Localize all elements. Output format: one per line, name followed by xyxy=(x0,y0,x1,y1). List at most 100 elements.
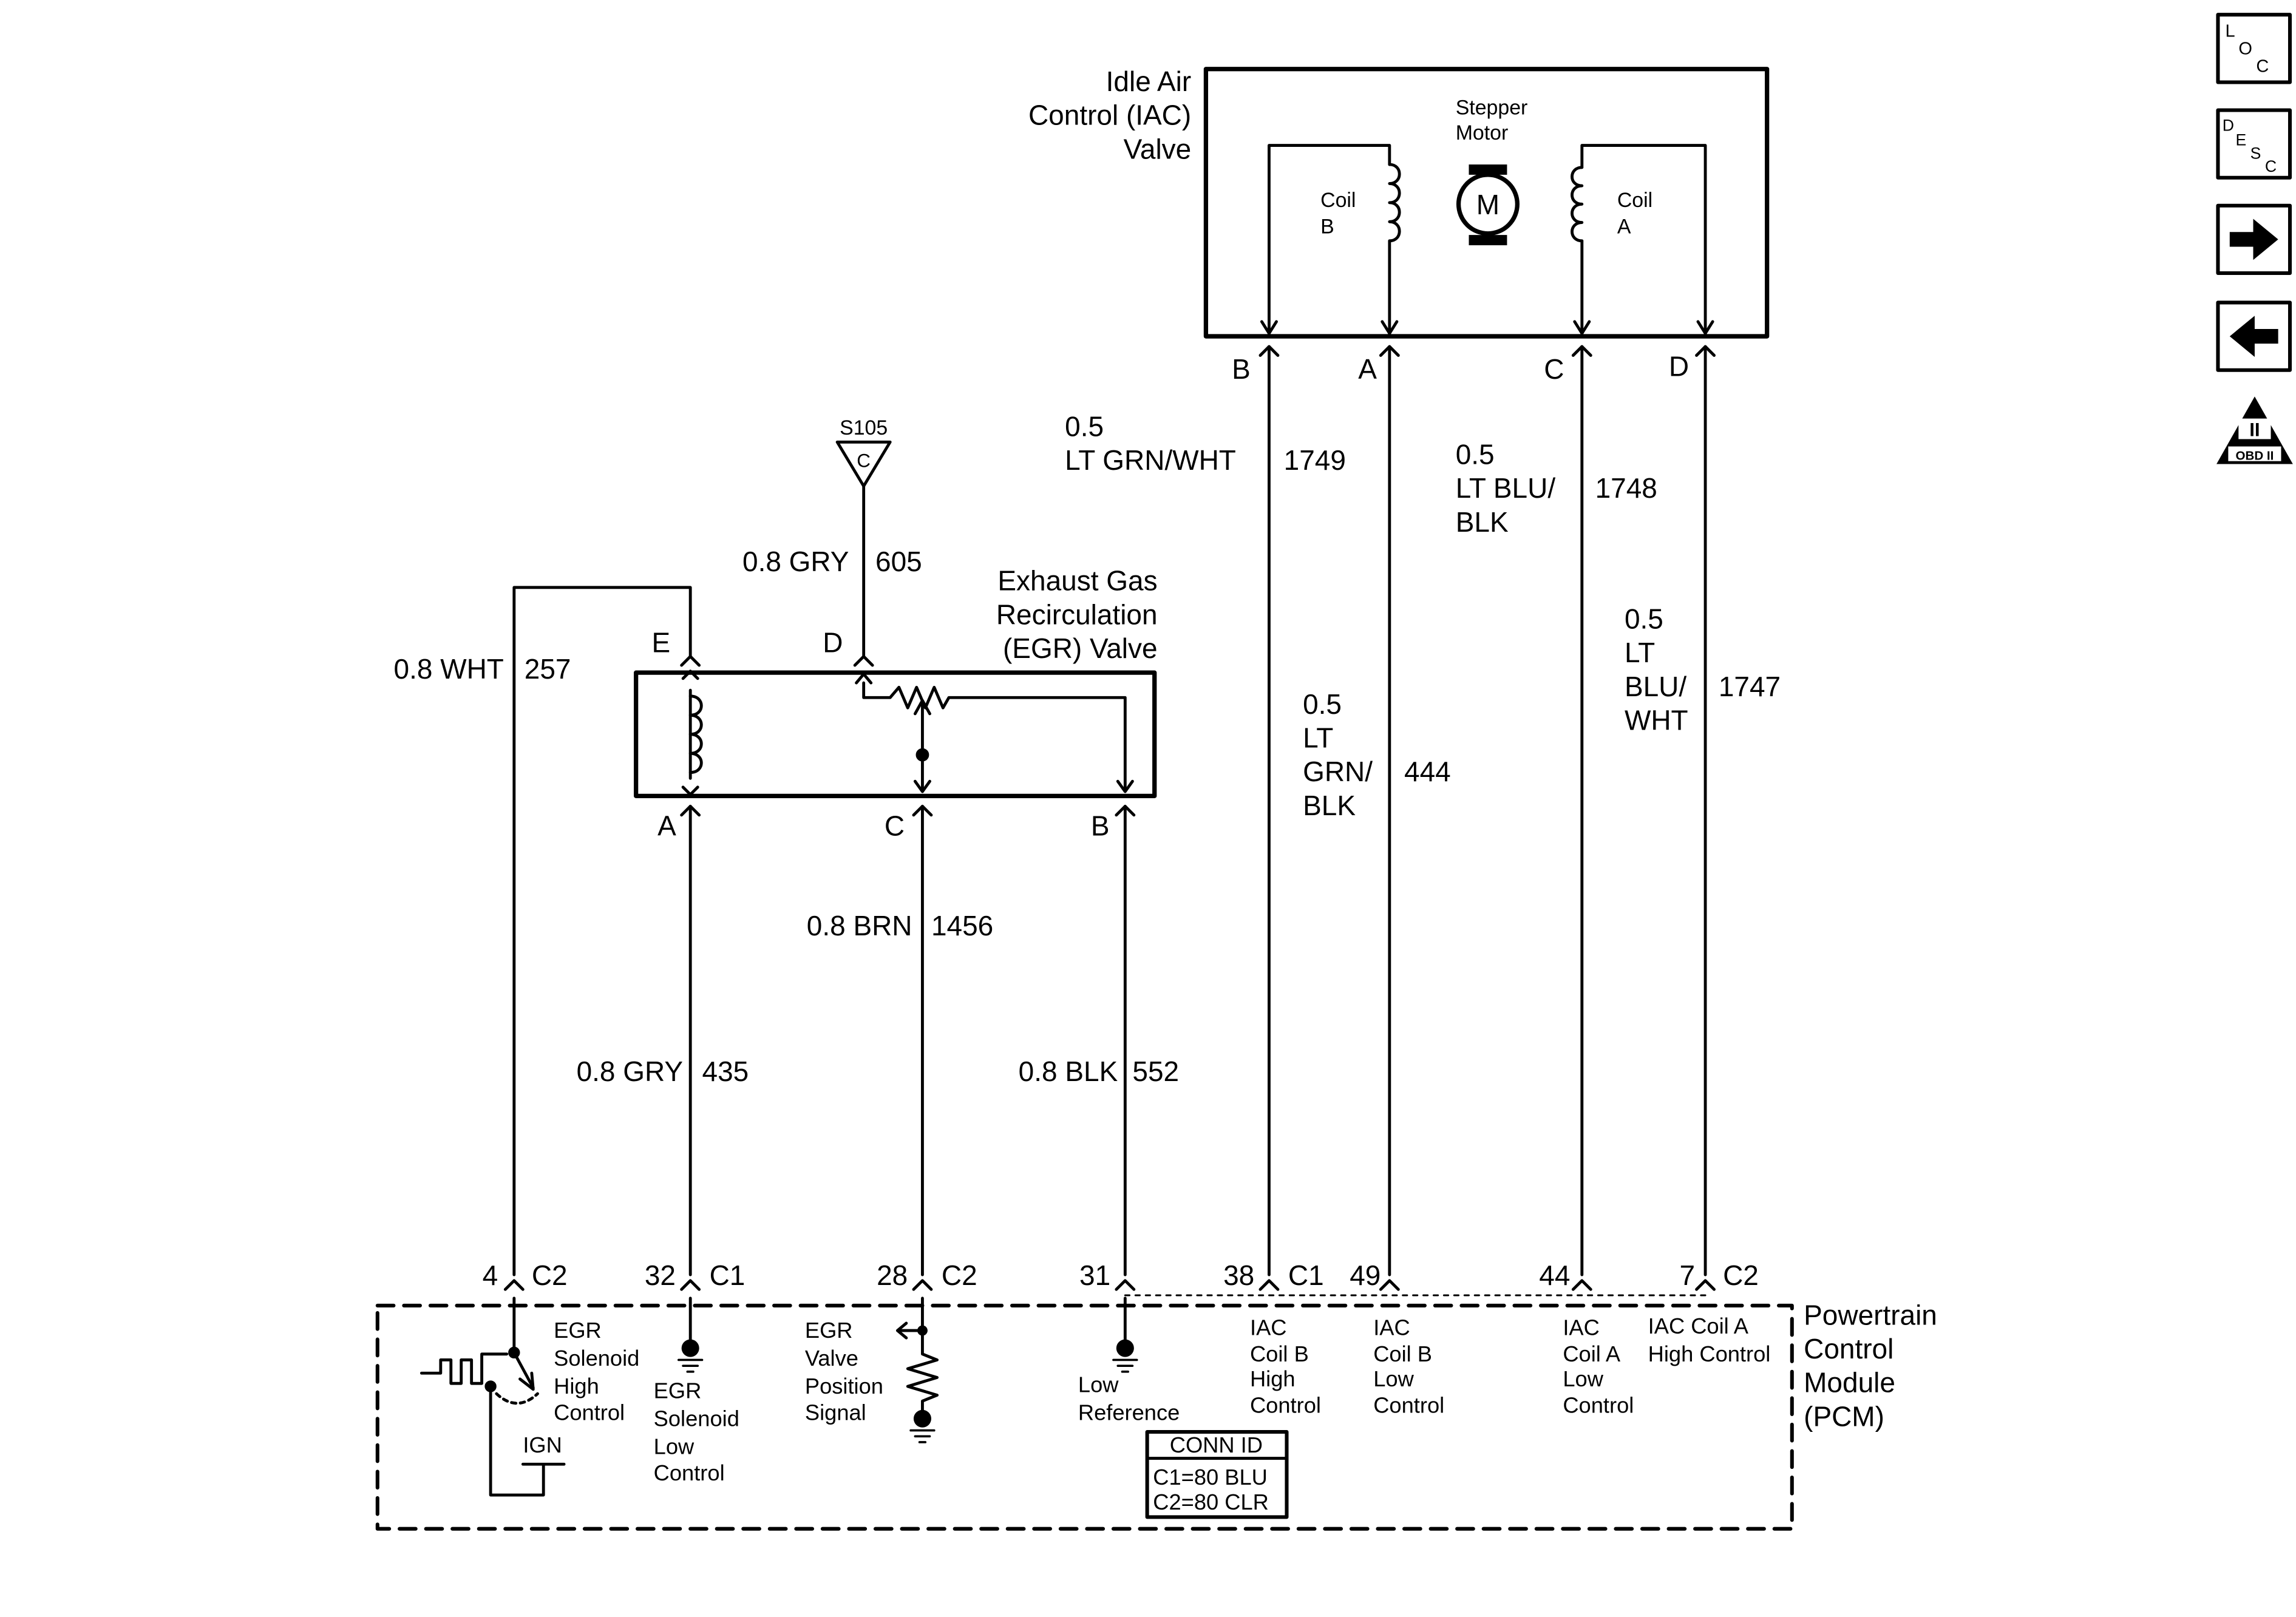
stepper-motor-label-line1: Stepper xyxy=(1456,97,1528,120)
pcm-term-49-pin: 49 xyxy=(1350,1259,1381,1291)
egr-wiper-bottom-arrow xyxy=(913,779,931,793)
iac-b-high-line4: Control xyxy=(1250,1393,1321,1418)
prev-arrow-button[interactable] xyxy=(2216,300,2292,372)
egr-low-line3: Low xyxy=(654,1434,695,1459)
loc-letter-o: O xyxy=(2238,39,2252,59)
iac-b-high-line3: High xyxy=(1250,1366,1296,1391)
coil-b-label-line1: Coil xyxy=(1320,189,1356,212)
wire-1748-color-line1: LT BLU/ xyxy=(1456,472,1556,504)
pcm-title-line1: Powertrain xyxy=(1804,1299,1937,1331)
ign-label: IGN xyxy=(523,1432,562,1457)
egr-high-line1: EGR xyxy=(554,1318,602,1343)
wire-435-color: 0.8 GRY xyxy=(577,1056,683,1087)
pcm-term-38-conn: C1 xyxy=(1288,1259,1324,1291)
pcm-term-7-conn: C2 xyxy=(1723,1259,1759,1291)
nav-buttons: L O C D E S C II xyxy=(2216,13,2293,464)
egr-potentiometer-wire xyxy=(862,681,1127,792)
egr-pin-e: E xyxy=(651,626,670,658)
egr-title-line2: Recirculation xyxy=(996,598,1158,630)
egr-low-ground-icon xyxy=(677,1297,704,1373)
low-ref-line1: Low xyxy=(1078,1372,1119,1397)
wire-1749-color: LT GRN/WHT xyxy=(1065,444,1236,476)
wire-1747-size: 0.5 xyxy=(1625,603,1663,635)
pcm-term-28-conn: C2 xyxy=(942,1259,977,1291)
wire-1456-color: 0.8 BRN xyxy=(807,910,912,941)
wire-1747-color-line3: WHT xyxy=(1625,704,1688,736)
egr-low-line2: Solenoid xyxy=(654,1406,739,1431)
iac-title-line3: Valve xyxy=(1124,133,1192,164)
egr-position-sensor-circuit xyxy=(895,1297,939,1443)
wire-444-size: 0.5 xyxy=(1303,688,1342,720)
wire-605-color: 0.8 GRY xyxy=(742,546,849,577)
stepper-motor-label-line2: Motor xyxy=(1456,121,1509,144)
egr-title-line1: Exhaust Gas xyxy=(997,565,1157,597)
coil-a-icon xyxy=(1571,166,1584,243)
iac-pin-b: B xyxy=(1232,353,1251,385)
loc-button[interactable]: L O C xyxy=(2216,13,2292,84)
pcm-term-28-pin: 28 xyxy=(877,1259,908,1291)
egr-wiper-junction xyxy=(915,748,929,762)
low-reference-ground-icon xyxy=(1112,1297,1138,1373)
pcm: Powertrain Control Module (PCM) 4 32 28 … xyxy=(375,1259,1937,1531)
wire-1747-color-line2: BLU/ xyxy=(1625,671,1686,702)
harness-wires xyxy=(512,345,1707,1297)
iac-valve: Idle Air Control (IAC) Valve Stepper Mot… xyxy=(1028,66,1770,385)
iac-internal-arrows xyxy=(1260,320,1714,335)
wire-1748-size: 0.5 xyxy=(1456,439,1495,470)
conn-id-c1: C1=80 BLU xyxy=(1153,1465,1268,1490)
iac-pin-connectors xyxy=(1258,345,1716,357)
pcm-term-31-pin: 31 xyxy=(1079,1259,1110,1291)
conn-id-table: CONN ID C1=80 BLU C2=80 CLR xyxy=(1145,1429,1289,1519)
egr-high-driver: IGN xyxy=(419,1297,566,1497)
next-arrow-button[interactable] xyxy=(2216,203,2292,276)
wire-1749-number: 1749 xyxy=(1284,444,1346,476)
iac-a-low-line1: IAC xyxy=(1563,1315,1599,1340)
wire-1749-size: 0.5 xyxy=(1065,411,1104,442)
pcm-title-line3: Module xyxy=(1804,1367,1895,1398)
wire-444-color-line1: LT xyxy=(1303,722,1333,754)
pcm-title-line2: Control xyxy=(1804,1333,1894,1364)
motor-symbol: M xyxy=(1476,189,1500,220)
coil-b-icon xyxy=(1388,163,1401,243)
iac-b-low-line3: Low xyxy=(1373,1366,1414,1391)
wire-257-number: 257 xyxy=(525,653,571,685)
egr-pin-c: C xyxy=(885,810,905,842)
iac-a-high-line2: High Control xyxy=(1648,1341,1771,1366)
wire-444-color-line2: GRN/ xyxy=(1303,756,1373,787)
splice-pin: C xyxy=(857,450,871,471)
coil-b-label-line2: B xyxy=(1320,215,1334,239)
egr-pin-connectors xyxy=(680,655,1136,817)
obd-ii-bottom-label: OBD II xyxy=(2236,449,2274,463)
egr-solenoid-coil-icon xyxy=(688,694,703,775)
pcm-term-32-conn: C1 xyxy=(710,1259,746,1291)
iac-pin-a: A xyxy=(1358,353,1377,385)
desc-letter-c: C xyxy=(2265,157,2277,175)
desc-letter-d: D xyxy=(2223,116,2234,134)
iac-a-low-line4: Control xyxy=(1563,1393,1634,1418)
obd-ii-top-label: II xyxy=(2249,419,2260,441)
obd-ii-button[interactable]: II OBD II xyxy=(2216,396,2293,464)
iac-a-low-line3: Low xyxy=(1563,1366,1603,1391)
coil-a-label-line1: Coil xyxy=(1617,189,1652,212)
wire-444-color-line3: BLK xyxy=(1303,790,1356,821)
iac-a-low-line2: Coil A xyxy=(1563,1341,1621,1366)
loc-letter-c: C xyxy=(2256,57,2269,76)
desc-button[interactable]: D E S C xyxy=(2216,108,2292,180)
ign-feed-wire xyxy=(489,1385,566,1497)
conn-id-title: CONN ID xyxy=(1170,1432,1263,1457)
splice-s105: S105 C xyxy=(835,416,892,488)
egr-valve: Exhaust Gas Recirculation (EGR) Valve E … xyxy=(634,565,1158,842)
pcm-dashed-box xyxy=(375,1303,1794,1531)
wire-552-number: 552 xyxy=(1132,1056,1179,1087)
coil-a-winding-wire xyxy=(1580,144,1707,337)
coil-a-label-line2: A xyxy=(1617,215,1631,239)
egr-wiper-arrow-icon xyxy=(913,699,931,716)
egr-pin-b: B xyxy=(1091,810,1110,842)
coil-b-winding-wire xyxy=(1268,144,1391,337)
egr-pos-line1: EGR xyxy=(805,1318,853,1343)
wire-1747-number: 1747 xyxy=(1719,671,1781,702)
iac-valve-box xyxy=(1203,67,1770,339)
wire-435-number: 435 xyxy=(702,1056,749,1087)
iac-title-line1: Idle Air xyxy=(1106,66,1192,97)
